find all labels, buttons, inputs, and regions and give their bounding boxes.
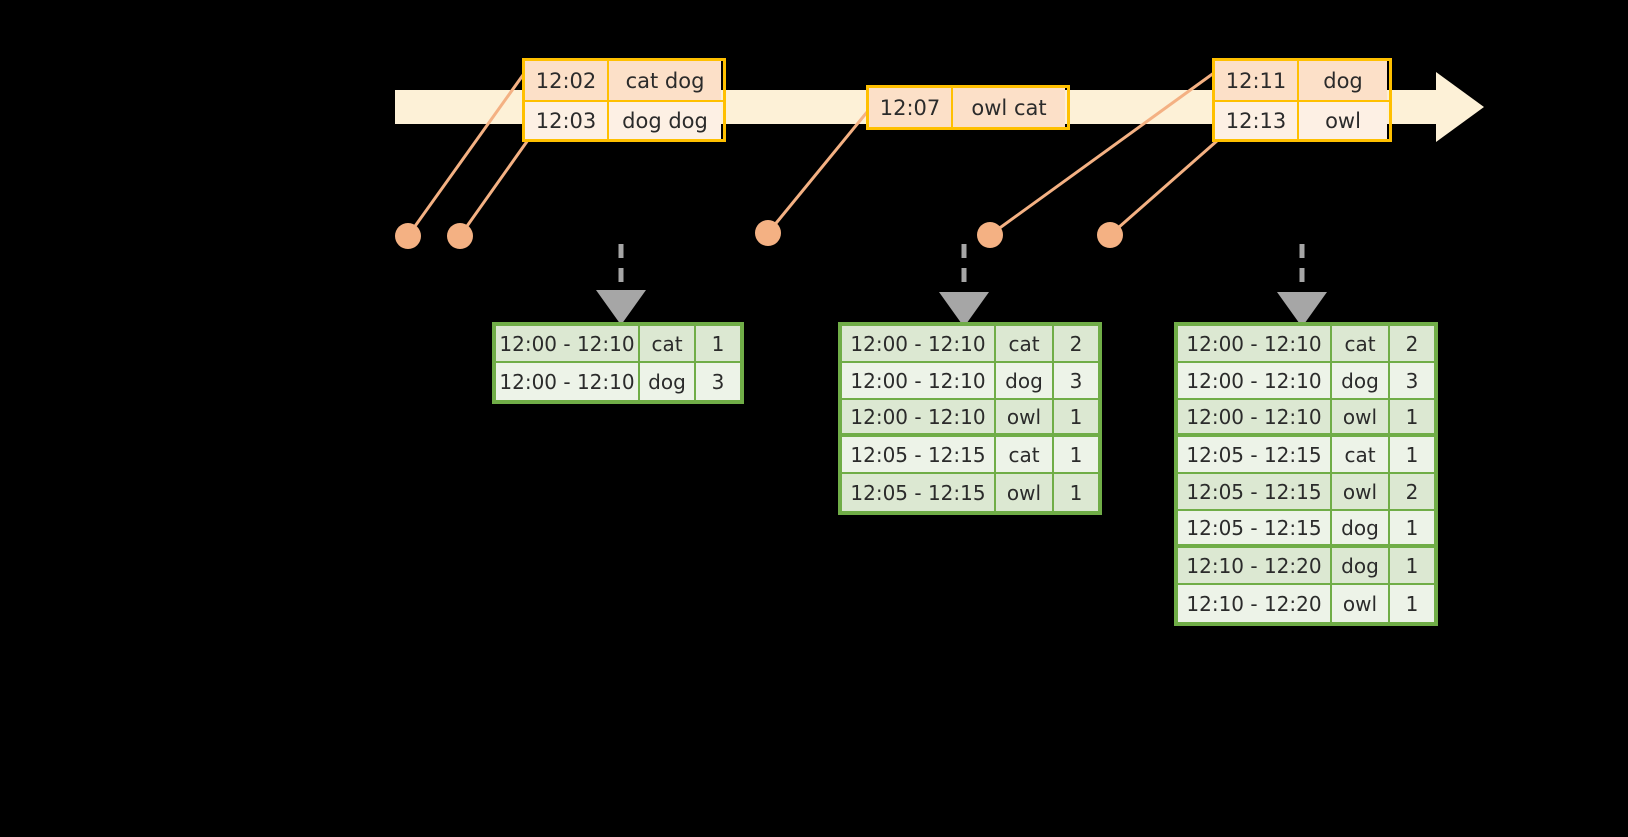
event-dot-1 (395, 223, 421, 249)
event-dot-4 (977, 222, 1003, 248)
event-dots (395, 220, 1123, 249)
event-dot-2 (447, 223, 473, 249)
table-row[interactable]: 12:00 - 12:10 dog 3 (496, 363, 740, 400)
cell-word: cat (1332, 326, 1390, 363)
cell-window: 12:00 - 12:10 (842, 326, 996, 363)
result-table-2[interactable]: 12:00 - 12:10 cat 2 12:00 - 12:10 dog 3 … (838, 322, 1102, 515)
cell-window: 12:05 - 12:15 (1178, 511, 1332, 548)
table-row[interactable]: 12:10 - 12:20 owl 1 (1178, 585, 1434, 622)
table-row[interactable]: 12:05 - 12:15 cat 1 (842, 437, 1098, 474)
result-table-1[interactable]: 12:00 - 12:10 cat 1 12:00 - 12:10 dog 3 (492, 322, 744, 404)
event-row[interactable]: 12:11 dog (1215, 61, 1389, 100)
cell-word: dog (1332, 548, 1390, 585)
event-words: owl cat (953, 88, 1065, 127)
table-row[interactable]: 12:00 - 12:10 cat 2 (1178, 326, 1434, 363)
cell-window: 12:05 - 12:15 (1178, 474, 1332, 511)
emit-arrows (596, 244, 1327, 327)
event-time: 12:07 (869, 88, 953, 127)
table-row[interactable]: 12:10 - 12:20 dog 1 (1178, 548, 1434, 585)
cell-word: cat (996, 437, 1054, 474)
cell-window: 12:00 - 12:10 (1178, 326, 1332, 363)
table-row[interactable]: 12:00 - 12:10 dog 3 (842, 363, 1098, 400)
result-table-3[interactable]: 12:00 - 12:10 cat 2 12:00 - 12:10 dog 3 … (1174, 322, 1438, 626)
table-row[interactable]: 12:00 - 12:10 owl 1 (842, 400, 1098, 437)
event-time: 12:02 (525, 61, 609, 100)
event-group-2[interactable]: 12:07 owl cat (866, 85, 1070, 130)
cell-count: 3 (696, 363, 740, 400)
cell-word: dog (640, 363, 696, 400)
event-time: 12:13 (1215, 102, 1299, 139)
event-row[interactable]: 12:07 owl cat (869, 88, 1067, 127)
cell-window: 12:10 - 12:20 (1178, 548, 1332, 585)
cell-window: 12:00 - 12:10 (496, 326, 640, 363)
cell-count: 2 (1054, 326, 1098, 363)
cell-word: dog (1332, 511, 1390, 548)
cell-count: 1 (1054, 400, 1098, 437)
cell-word: dog (996, 363, 1054, 400)
cell-window: 12:05 - 12:15 (842, 437, 996, 474)
cell-window: 12:00 - 12:10 (1178, 363, 1332, 400)
cell-window: 12:05 - 12:15 (842, 474, 996, 511)
event-time: 12:03 (525, 102, 609, 139)
table-row[interactable]: 12:00 - 12:10 cat 1 (496, 326, 740, 363)
event-group-1[interactable]: 12:02 cat dog 12:03 dog dog (522, 58, 726, 142)
table-row[interactable]: 12:05 - 12:15 owl 1 (842, 474, 1098, 511)
cell-count: 3 (1054, 363, 1098, 400)
table-row[interactable]: 12:05 - 12:15 cat 1 (1178, 437, 1434, 474)
cell-window: 12:00 - 12:10 (1178, 400, 1332, 437)
cell-count: 1 (1390, 400, 1434, 437)
event-time: 12:11 (1215, 61, 1299, 100)
cell-word: owl (1332, 474, 1390, 511)
event-words: dog (1299, 61, 1387, 100)
event-group-3[interactable]: 12:11 dog 12:13 owl (1212, 58, 1392, 142)
cell-word: owl (996, 474, 1054, 511)
event-row[interactable]: 12:13 owl (1215, 100, 1389, 139)
cell-count: 1 (1390, 548, 1434, 585)
cell-count: 1 (1054, 474, 1098, 511)
event-words: cat dog (609, 61, 721, 100)
cell-count: 1 (1054, 437, 1098, 474)
cell-word: cat (996, 326, 1054, 363)
cell-count: 2 (1390, 474, 1434, 511)
table-row[interactable]: 12:00 - 12:10 cat 2 (842, 326, 1098, 363)
cell-count: 2 (1390, 326, 1434, 363)
table-row[interactable]: 12:00 - 12:10 dog 3 (1178, 363, 1434, 400)
cell-window: 12:00 - 12:10 (496, 363, 640, 400)
cell-window: 12:00 - 12:10 (842, 400, 996, 437)
table-row[interactable]: 12:00 - 12:10 owl 1 (1178, 400, 1434, 437)
table-row[interactable]: 12:05 - 12:15 dog 1 (1178, 511, 1434, 548)
event-words: owl (1299, 102, 1387, 139)
cell-word: owl (996, 400, 1054, 437)
cell-word: cat (1332, 437, 1390, 474)
cell-count: 1 (1390, 511, 1434, 548)
cell-window: 12:10 - 12:20 (1178, 585, 1332, 622)
cell-count: 1 (696, 326, 740, 363)
event-dot-5 (1097, 222, 1123, 248)
table-row[interactable]: 12:05 - 12:15 owl 2 (1178, 474, 1434, 511)
event-words: dog dog (609, 102, 721, 139)
cell-word: owl (1332, 585, 1390, 622)
cell-count: 3 (1390, 363, 1434, 400)
cell-window: 12:00 - 12:10 (842, 363, 996, 400)
cell-count: 1 (1390, 585, 1434, 622)
cell-word: dog (1332, 363, 1390, 400)
event-row[interactable]: 12:02 cat dog (525, 61, 723, 100)
cell-word: owl (1332, 400, 1390, 437)
cell-count: 1 (1390, 437, 1434, 474)
cell-window: 12:05 - 12:15 (1178, 437, 1332, 474)
cell-word: cat (640, 326, 696, 363)
event-dot-3 (755, 220, 781, 246)
event-row[interactable]: 12:03 dog dog (525, 100, 723, 139)
